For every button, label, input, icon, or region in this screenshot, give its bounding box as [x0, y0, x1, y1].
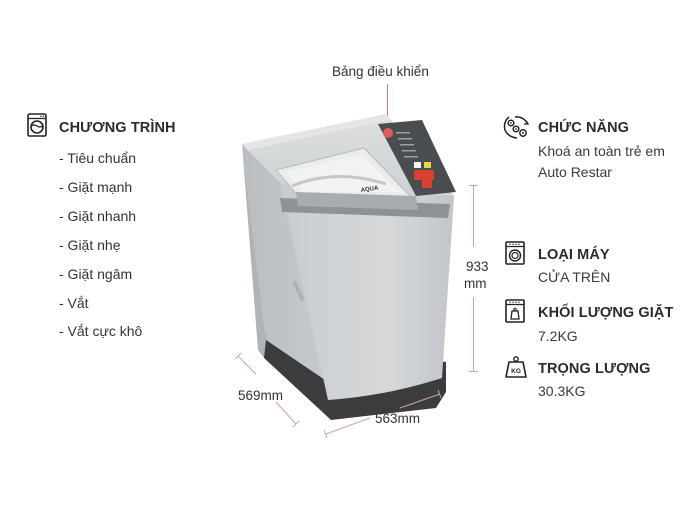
wash-capacity-value: 7.2KG [538, 328, 578, 344]
weight-value: 30.3KG [538, 383, 586, 399]
feature-item: Auto Restar [538, 164, 612, 180]
depth-value: 569mm [238, 388, 284, 403]
top-loader-icon [505, 241, 525, 265]
height-unit: mm [464, 276, 487, 291]
control-panel-callout-label: Bảng điều khiển [332, 64, 429, 79]
washing-machine-illustration: AQUA [236, 100, 466, 420]
brand-logo: AQUA [360, 185, 379, 193]
gears-icon [501, 114, 531, 140]
program-item: - Vắt [59, 295, 89, 311]
wash-capacity-heading: KHỐI LƯỢNG GIẶT [538, 305, 674, 321]
washing-machine-icon [27, 113, 47, 137]
feature-item: Khoá an toàn trẻ em [538, 143, 665, 159]
weight-heading: TRỌNG LƯỢNG [538, 361, 651, 377]
program-item: - Giặt nhẹ [59, 237, 121, 253]
program-item: - Tiêu chuẩn [59, 150, 137, 166]
machine-type-heading: LOẠI MÁY [538, 247, 610, 263]
program-item: - Giặt mạnh [59, 179, 133, 195]
program-item: - Giặt nhanh [59, 208, 137, 224]
height-dimension-cap-top [469, 185, 478, 186]
kg-weight-icon: KG [504, 355, 528, 379]
height-dimension-line-top [473, 185, 474, 247]
program-item: - Vắt cực khô [59, 323, 143, 339]
height-value: 933 [466, 259, 489, 274]
program-item: - Giặt ngâm [59, 266, 133, 282]
svg-text:KG: KG [511, 368, 521, 375]
height-dimension-line-bottom [473, 297, 474, 371]
depth-dimension-line [234, 352, 300, 428]
callout-leader-line [387, 84, 388, 126]
machine-type-value: CỬA TRÊN [538, 269, 611, 285]
width-dimension-line [323, 390, 442, 439]
program-heading: CHƯƠNG TRÌNH [59, 120, 176, 136]
width-value: 563mm [375, 411, 421, 426]
height-dimension-cap-bottom [469, 371, 478, 372]
features-heading: CHỨC NĂNG [538, 120, 630, 136]
laundry-weight-icon [505, 299, 525, 323]
